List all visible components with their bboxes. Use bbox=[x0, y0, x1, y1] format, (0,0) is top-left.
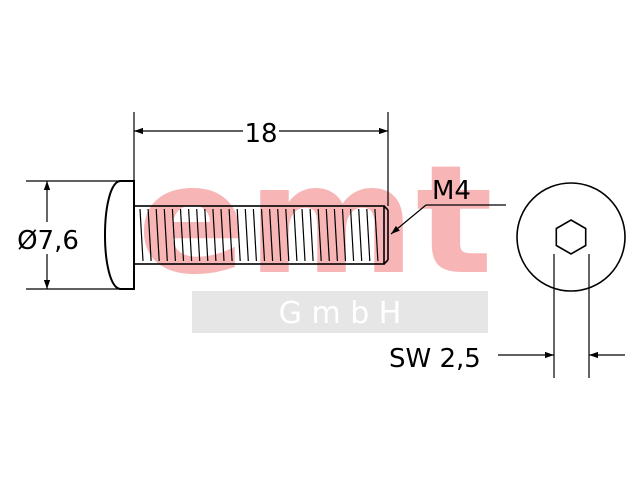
thread-line bbox=[333, 208, 338, 262]
thread-line bbox=[196, 208, 201, 262]
thread-line bbox=[350, 208, 355, 262]
thread-line bbox=[374, 208, 379, 262]
thread-line bbox=[155, 208, 160, 262]
thread-line bbox=[269, 208, 274, 262]
length-dimension-text: 18 bbox=[244, 119, 277, 149]
thread-line bbox=[220, 208, 225, 262]
thread-line bbox=[285, 208, 290, 262]
thread-callout-text: M4 bbox=[432, 176, 471, 206]
thread-line bbox=[309, 208, 314, 262]
watermark: emt G m b H bbox=[137, 134, 493, 333]
thread-line bbox=[147, 208, 152, 262]
thread-line bbox=[228, 208, 233, 262]
thread-line bbox=[317, 208, 322, 262]
screw-head bbox=[104, 180, 135, 290]
thread-line bbox=[358, 208, 363, 262]
hex-size-dimension: SW 2,5 bbox=[389, 344, 625, 374]
thread-line bbox=[366, 208, 371, 262]
thread-line bbox=[236, 208, 241, 262]
hex-socket-icon bbox=[555, 219, 587, 255]
thread-line bbox=[163, 208, 168, 262]
thread-line bbox=[341, 208, 347, 262]
hex-size-text: SW 2,5 bbox=[389, 344, 481, 374]
thread-line bbox=[293, 208, 298, 262]
thread-line bbox=[244, 208, 249, 262]
thread-line bbox=[301, 208, 306, 262]
length-dimension: 18 bbox=[133, 112, 389, 206]
thread-callout: M4 bbox=[390, 176, 506, 235]
screw-end-view bbox=[516, 182, 626, 378]
screw-side-view bbox=[104, 180, 389, 290]
thread-line bbox=[260, 208, 266, 262]
thread-line bbox=[204, 208, 209, 262]
thread-line bbox=[188, 208, 193, 262]
head-outline-circle bbox=[516, 182, 626, 292]
screw-shaft bbox=[133, 205, 385, 265]
watermark-logo: emt bbox=[137, 134, 493, 308]
thread-line bbox=[212, 208, 217, 262]
screw-threads bbox=[139, 208, 379, 262]
diameter-dimension-text: Ø7,6 bbox=[17, 226, 79, 256]
thread-line bbox=[171, 208, 176, 262]
thread-line bbox=[277, 208, 282, 262]
diameter-dimension: Ø7,6 bbox=[12, 180, 120, 290]
thread-line bbox=[325, 208, 330, 262]
thread-line bbox=[179, 208, 185, 262]
watermark-company: G m b H bbox=[279, 296, 402, 331]
watermark-band bbox=[192, 291, 488, 333]
thread-line bbox=[252, 208, 257, 262]
thread-line bbox=[139, 208, 144, 262]
